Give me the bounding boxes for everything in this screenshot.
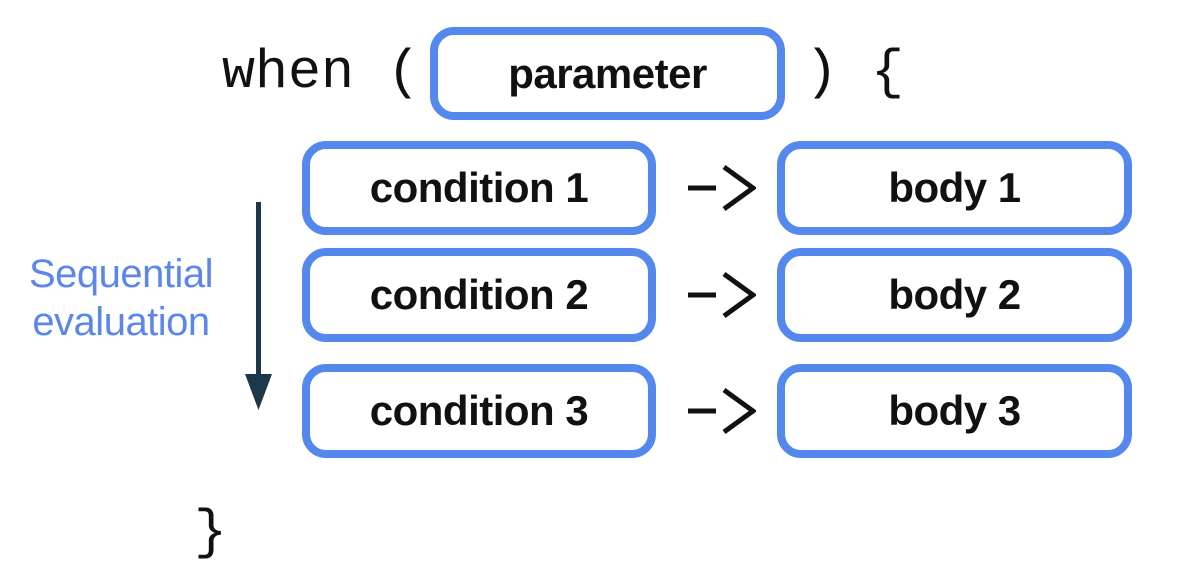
body-2-box: body 2: [777, 248, 1132, 342]
condition-3-box: condition 3: [302, 364, 656, 458]
arrow-right-icon: [688, 387, 756, 435]
condition-2-label: condition 2: [369, 271, 589, 318]
when-keyword-text: when (: [222, 41, 421, 104]
close-paren-open-brace-text: ) {: [805, 41, 905, 104]
parameter-label: parameter: [508, 49, 707, 97]
condition-1-label: condition 1: [369, 164, 589, 211]
sequential-evaluation-label: Sequential evaluation: [16, 250, 226, 346]
body-1-box: body 1: [777, 141, 1132, 235]
closing-brace-text: }: [194, 501, 228, 564]
sequential-evaluation-line2: evaluation: [32, 300, 210, 344]
condition-3-label: condition 3: [369, 387, 589, 434]
body-1-label: body 1: [888, 164, 1021, 211]
condition-1-box: condition 1: [302, 141, 656, 235]
condition-2-box: condition 2: [302, 248, 656, 342]
sequential-evaluation-line1: Sequential: [28, 252, 214, 296]
down-arrow-icon: [245, 202, 272, 410]
body-2-label: body 2: [888, 271, 1021, 318]
arrow-right-icon: [688, 164, 756, 212]
parameter-box: parameter: [430, 27, 785, 120]
arrow-right-icon: [688, 271, 756, 319]
body-3-label: body 3: [888, 387, 1021, 434]
body-3-box: body 3: [777, 364, 1132, 458]
